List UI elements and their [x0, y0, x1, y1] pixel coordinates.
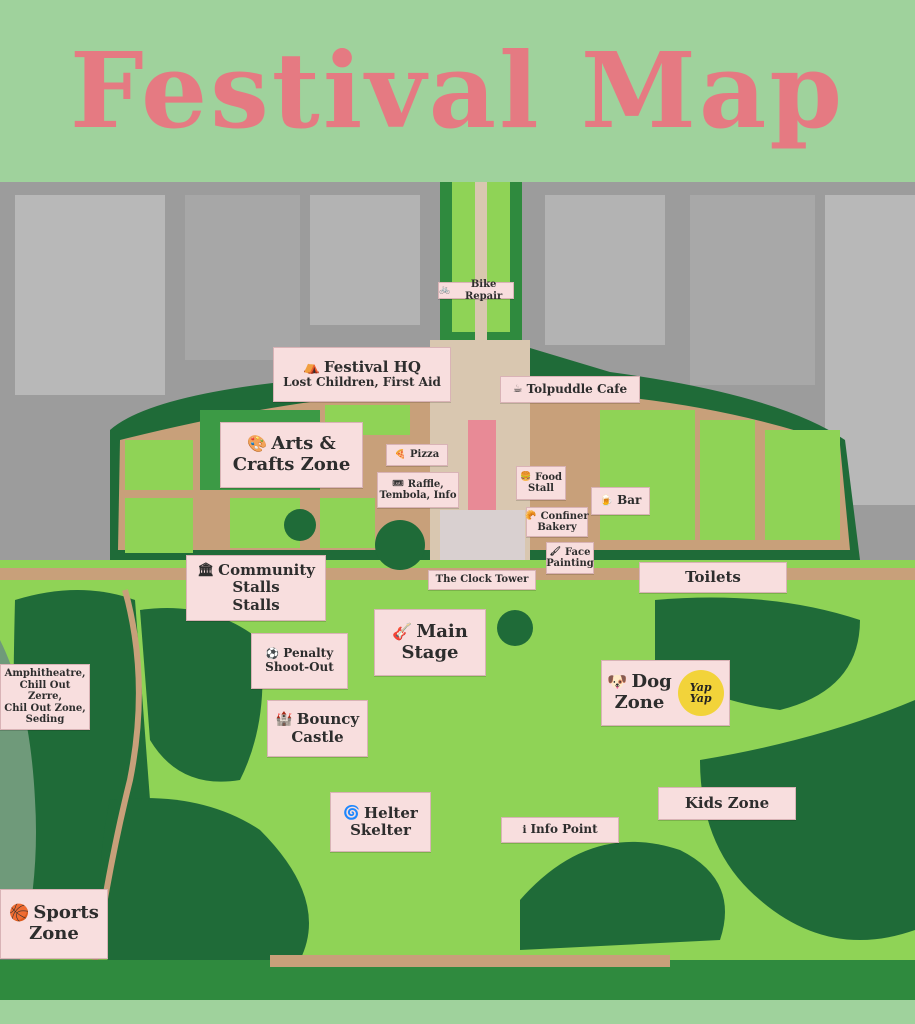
- map-title: Festival Map: [69, 29, 846, 152]
- building-right-1: [545, 195, 665, 345]
- coffee-cup-icon: ☕: [512, 382, 523, 396]
- label-tolpuddle-cafe[interactable]: ☕Tolpuddle Cafe: [500, 376, 640, 403]
- garden-bed-9: [765, 430, 840, 540]
- garden-bed-8: [700, 420, 755, 540]
- label-bike-repair[interactable]: 🚲Bike Repair: [438, 279, 514, 302]
- bread-icon: 🥐: [525, 511, 537, 522]
- label-clock-tower[interactable]: The Clock Tower: [428, 570, 536, 590]
- label-helter-skelter[interactable]: 🌀Helter Skelter: [330, 792, 431, 852]
- guitar-icon: 🎸: [392, 621, 413, 641]
- central-avenue-path: [475, 182, 487, 352]
- label-community-stalls[interactable]: 🏛Community Stalls Stalls: [186, 555, 326, 621]
- label-bouncy-castle[interactable]: 🏰Bouncy Castle: [267, 700, 368, 757]
- label-kids-zone[interactable]: Kids Zone: [658, 787, 796, 820]
- label-food-stall[interactable]: 🍔Food Stall: [516, 466, 566, 500]
- spiral-icon: 🌀: [343, 804, 360, 821]
- tree-cluster-southwest: [100, 798, 309, 970]
- label-bar[interactable]: 🍺Bar: [591, 487, 650, 515]
- label-penalty-shoot-out[interactable]: ⚽Penalty Shoot-Out: [251, 633, 348, 689]
- label-raffle[interactable]: 🎟Raffle, Tembola, Info: [377, 472, 459, 508]
- castle-icon: 🏰: [275, 711, 293, 728]
- building-right-2: [690, 195, 815, 385]
- basketball-icon: 🏀: [9, 903, 30, 923]
- tree-2: [497, 610, 533, 646]
- beer-icon: 🍺: [599, 493, 614, 507]
- building-left-2: [185, 195, 300, 360]
- map-title-banner: Festival Map: [0, 0, 915, 182]
- dog-icon: 🐶: [607, 672, 628, 692]
- clock-tower-base: [440, 510, 525, 565]
- label-toilets[interactable]: Toilets: [639, 562, 787, 593]
- palette-icon: 🎨: [247, 434, 268, 454]
- label-sports-zone[interactable]: 🏀Sports Zone: [0, 889, 108, 959]
- tree-cluster-south-center: [520, 841, 725, 950]
- label-face-painting[interactable]: 🖌Face Painting: [546, 542, 594, 574]
- food-icon: 🍔: [519, 472, 532, 483]
- garden-bed-6: [320, 498, 375, 548]
- tent-icon: ⛺: [303, 358, 320, 375]
- label-bakery[interactable]: 🥐Confiner Bakery: [525, 507, 589, 537]
- tree-3: [375, 520, 425, 570]
- bottom-path: [270, 955, 670, 967]
- garden-bed-1: [125, 440, 193, 490]
- label-amphitheatre[interactable]: Amphitheatre, Chill Out Zerre, Chil Out …: [0, 664, 90, 730]
- garden-bed-7: [600, 410, 695, 540]
- yap-yap-badge: Yap Yap: [677, 670, 724, 716]
- paint-icon: 🖌: [549, 547, 561, 558]
- tree-1: [284, 509, 316, 541]
- stall-icon: 🏛: [197, 561, 215, 578]
- bottom-band: [0, 1000, 915, 1024]
- label-main-stage[interactable]: 🎸Main Stage: [374, 609, 486, 676]
- info-icon: ℹ: [522, 822, 527, 836]
- label-pizza[interactable]: 🍕Pizza: [386, 444, 448, 466]
- label-festival-hq[interactable]: ⛺Festival HQ Lost Children, First Aid: [273, 347, 451, 402]
- building-left-1: [15, 195, 165, 395]
- label-dog-zone[interactable]: 🐶Dog Zone Yap Yap: [601, 660, 730, 726]
- tree-cluster-southeast: [700, 700, 915, 940]
- garden-bed-2: [125, 498, 193, 553]
- tree-cluster-west-inner: [140, 608, 263, 782]
- bike-icon: 🚲: [439, 285, 451, 296]
- label-arts-crafts-zone[interactable]: 🎨Arts & Crafts Zone: [220, 422, 363, 488]
- ticket-icon: 🎟: [392, 479, 404, 490]
- pizza-icon: 🍕: [394, 449, 407, 460]
- football-icon: ⚽: [265, 646, 280, 660]
- building-left-3: [310, 195, 420, 325]
